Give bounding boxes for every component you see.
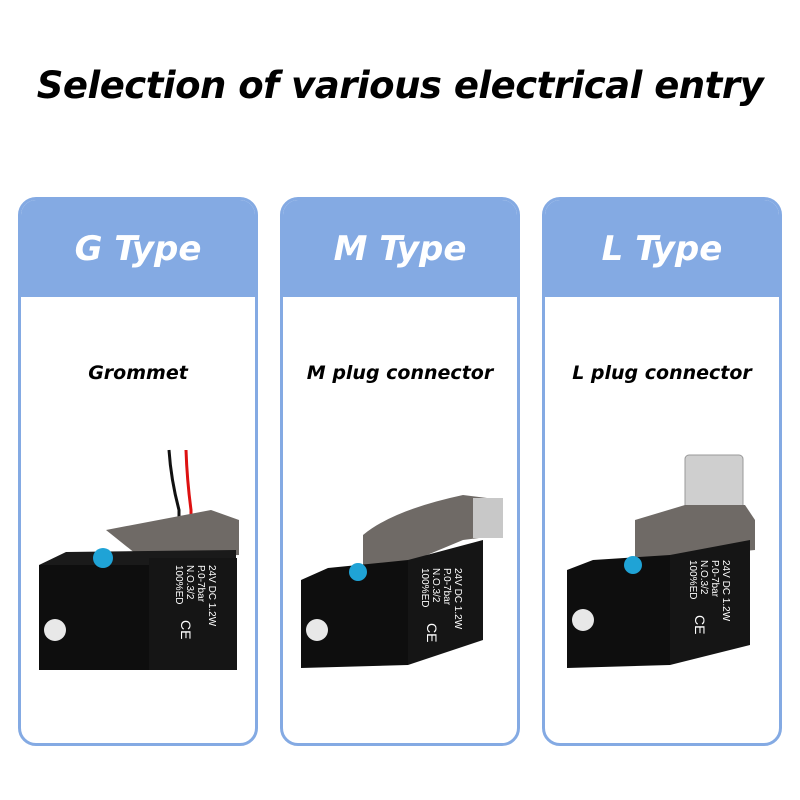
card-header: G Type (21, 200, 255, 297)
valve-label-line4: 100%ED (687, 560, 698, 599)
valve-label-line2: P.0-7bar (709, 560, 720, 598)
card-subtitle: M plug connector (306, 362, 494, 384)
valve-label-line1: 24V DC 1.2W (452, 568, 463, 630)
card-header: M Type (283, 200, 517, 297)
page-title: Selection of various electrical entry (36, 64, 764, 107)
card-m-type: M Type M plug connector 24V DC 1.2W P.0-… (280, 197, 520, 746)
l-plug-valve-image: 24V DC 1.2W P.0-7bar N.O.3/2 100%ED CE (567, 454, 755, 668)
m-plug-valve-image: 24V DC 1.2W P.0-7bar N.O.3/2 100%ED CE (301, 495, 503, 668)
grommet-valve-image: 24V DC 1.2W P.0-7bar N.O.3/2 100%ED CE (39, 449, 239, 670)
card-subtitle: Grommet (88, 362, 188, 384)
ce-mark: CE (692, 615, 708, 634)
valve-label-line1: 24V DC 1.2W (720, 560, 731, 622)
valve-label-line3: N.O.3/2 (698, 560, 709, 595)
valve-label-line3: N.O.3/2 (430, 568, 441, 603)
valve-label-line4: 100%ED (173, 565, 184, 604)
valve-label-line1: 24V DC 1.2W (206, 565, 217, 627)
ce-mark: CE (178, 620, 194, 639)
card-g-type: G Type Grommet 24V DC 1.2W P.0-7bar N.O.… (18, 197, 258, 746)
card-subtitle: L plug connector (572, 362, 752, 384)
valve-label-line4: 100%ED (419, 568, 430, 607)
valve-label-line2: P.0-7bar (441, 568, 452, 606)
ce-mark: CE (424, 623, 440, 642)
card-l-type: L Type L plug connector 24V DC 1.2W P.0-… (542, 197, 782, 746)
valve-label-line2: P.0-7bar (195, 565, 206, 603)
valve-label-line3: N.O.3/2 (184, 565, 195, 600)
card-header: L Type (545, 200, 779, 297)
